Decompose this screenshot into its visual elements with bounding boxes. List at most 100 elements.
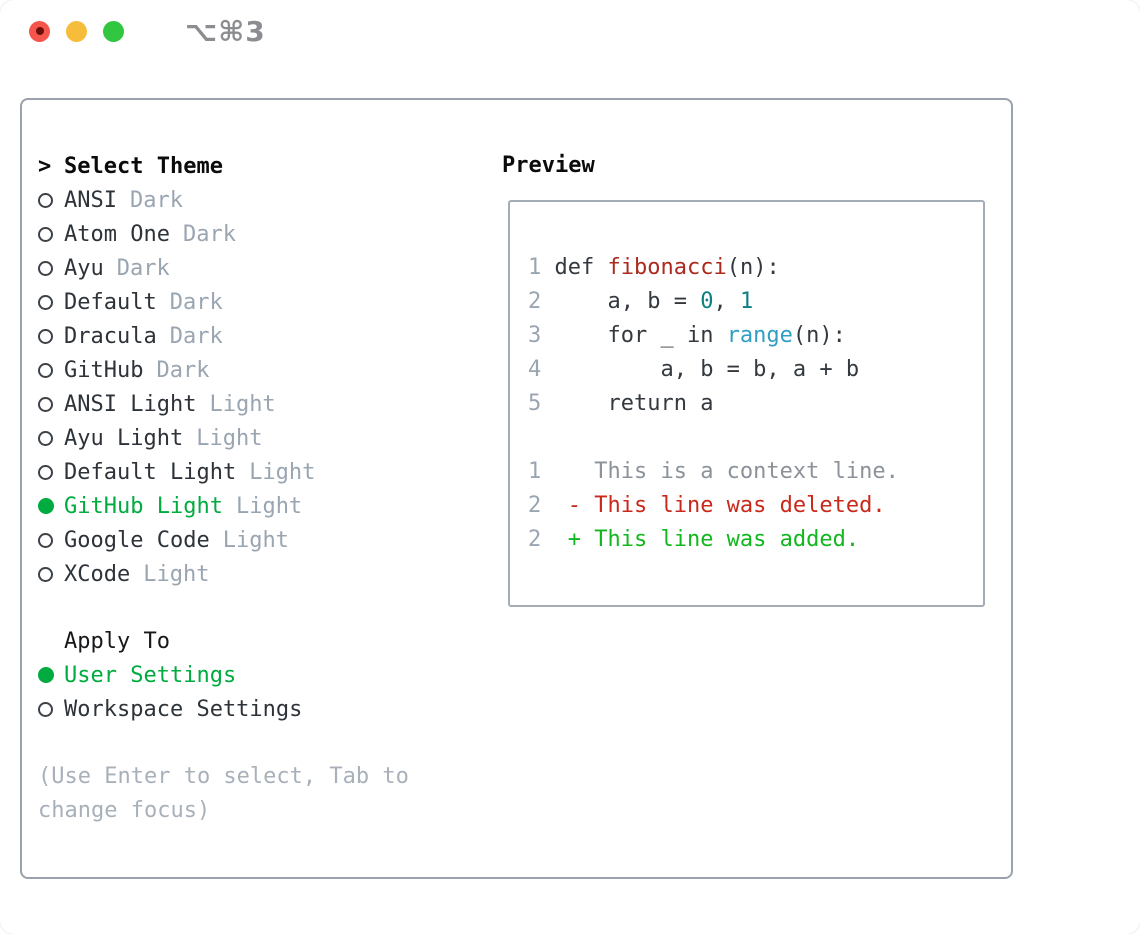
- select-theme-header: > Select Theme: [38, 149, 315, 183]
- radio-icon: [38, 362, 64, 378]
- option-label: XCode: [64, 561, 131, 587]
- option-label: GitHub: [64, 357, 144, 383]
- option-variant-label: Light: [209, 391, 276, 417]
- code-token: ,: [713, 289, 740, 314]
- option-label: ANSI Light: [64, 391, 197, 417]
- close-dot-icon: [35, 27, 44, 35]
- line-number: 5: [528, 391, 555, 416]
- apply-option-workspace-settings[interactable]: Workspace Settings: [38, 692, 302, 726]
- theme-option-github[interactable]: GitHub Dark: [38, 353, 315, 387]
- option-variant-label: Light: [235, 493, 303, 519]
- theme-option-dracula[interactable]: Dracula Dark: [38, 319, 315, 353]
- minimize-button[interactable]: [66, 20, 87, 42]
- line-number: 3: [528, 323, 555, 348]
- option-label: Default: [64, 289, 157, 315]
- preview-line: 2 + This line was added.: [528, 523, 983, 557]
- code-token: for _ in: [554, 323, 727, 348]
- code-token: (n):: [792, 323, 846, 348]
- radio-icon: [38, 294, 64, 310]
- theme-option-ansi[interactable]: ANSI Dark: [38, 183, 315, 217]
- preview-line: 5 return a: [528, 387, 983, 421]
- option-variant-label: Dark: [129, 187, 183, 213]
- radio-icon: [38, 396, 64, 412]
- option-label: User Settings: [64, 662, 237, 688]
- radio-icon: [38, 532, 64, 548]
- window-titlebar: ⌥⌘3: [0, 0, 1140, 62]
- option-label: Atom One: [64, 221, 170, 247]
- option-variant-label: Dark: [169, 289, 223, 315]
- radio-icon: [38, 430, 64, 446]
- option-variant-label: Dark: [182, 221, 236, 247]
- preview-line: 2 - This line was deleted.: [528, 489, 983, 523]
- theme-option-default[interactable]: Default Dark: [38, 285, 315, 319]
- code-token: 1: [739, 289, 754, 314]
- code-token: - This line was deleted.: [554, 493, 886, 518]
- theme-option-ansi-light[interactable]: ANSI Light Light: [38, 387, 315, 421]
- code-token: fibonacci: [607, 255, 727, 280]
- cursor-caret-icon: >: [38, 153, 52, 179]
- zoom-button[interactable]: [103, 20, 124, 42]
- code-token: range: [726, 323, 793, 348]
- code-token: (n):: [726, 255, 780, 280]
- option-label: Google Code: [64, 527, 210, 553]
- option-variant-label: Dark: [156, 357, 210, 383]
- radio-icon: [38, 192, 64, 208]
- option-label: Ayu: [64, 255, 104, 281]
- apply-to-title: Apply To: [64, 628, 170, 654]
- preview-line: 2 a, b = 0, 1: [528, 285, 983, 319]
- code-token: a, b =: [554, 289, 701, 314]
- option-label: Dracula: [64, 323, 157, 349]
- code-token: return a: [554, 391, 714, 416]
- radio-icon: [38, 464, 64, 480]
- option-label: GitHub Light: [64, 493, 223, 519]
- option-variant-label: Light: [249, 459, 316, 485]
- option-label: ANSI: [64, 187, 117, 213]
- code-token: + This line was added.: [554, 527, 860, 552]
- radio-icon: [38, 328, 64, 344]
- code-token: def: [554, 255, 608, 280]
- preview-line: 3 for _ in range(n):: [528, 319, 983, 353]
- apply-to-header-row: Apply To: [38, 624, 302, 658]
- theme-option-github-light[interactable]: GitHub Light Light: [38, 489, 315, 523]
- radio-icon: [38, 566, 64, 582]
- preview-line: [528, 421, 983, 455]
- preview-line: 1 This is a context line.: [528, 455, 983, 489]
- option-label: Workspace Settings: [64, 696, 303, 722]
- radio-icon: [38, 701, 64, 717]
- code-token: 0: [700, 289, 714, 314]
- radio-icon: [38, 260, 64, 276]
- option-label: Default Light: [64, 459, 237, 485]
- radio-selected-icon: [38, 667, 64, 683]
- apply-option-user-settings[interactable]: User Settings: [38, 658, 302, 692]
- line-number: 1: [528, 255, 555, 280]
- window-title: ⌥⌘3: [185, 14, 266, 48]
- close-button[interactable]: [29, 20, 50, 42]
- radio-icon: [38, 226, 64, 242]
- radio-selected-icon: [38, 498, 64, 514]
- theme-option-ayu-light[interactable]: Ayu Light Light: [38, 421, 315, 455]
- code-token: a, b = b, a + b: [554, 357, 860, 382]
- hint-text: (Use Enter to select, Tab to change focu…: [38, 764, 409, 823]
- line-number: 2: [528, 289, 555, 314]
- preview-line: 4 a, b = b, a + b: [528, 353, 983, 387]
- option-variant-label: Dark: [169, 323, 223, 349]
- line-number: 4: [528, 357, 555, 382]
- option-label: Ayu Light: [64, 425, 184, 451]
- line-number: 2: [528, 527, 555, 552]
- option-variant-label: Light: [196, 425, 263, 451]
- theme-option-default-light[interactable]: Default Light Light: [38, 455, 315, 489]
- preview-header: Preview: [502, 153, 595, 178]
- preview-line: 1 def fibonacci(n):: [528, 251, 983, 285]
- theme-option-google-code[interactable]: Google Code Light: [38, 523, 315, 557]
- option-variant-label: Light: [222, 527, 289, 553]
- theme-option-atom-one[interactable]: Atom One Dark: [38, 217, 315, 251]
